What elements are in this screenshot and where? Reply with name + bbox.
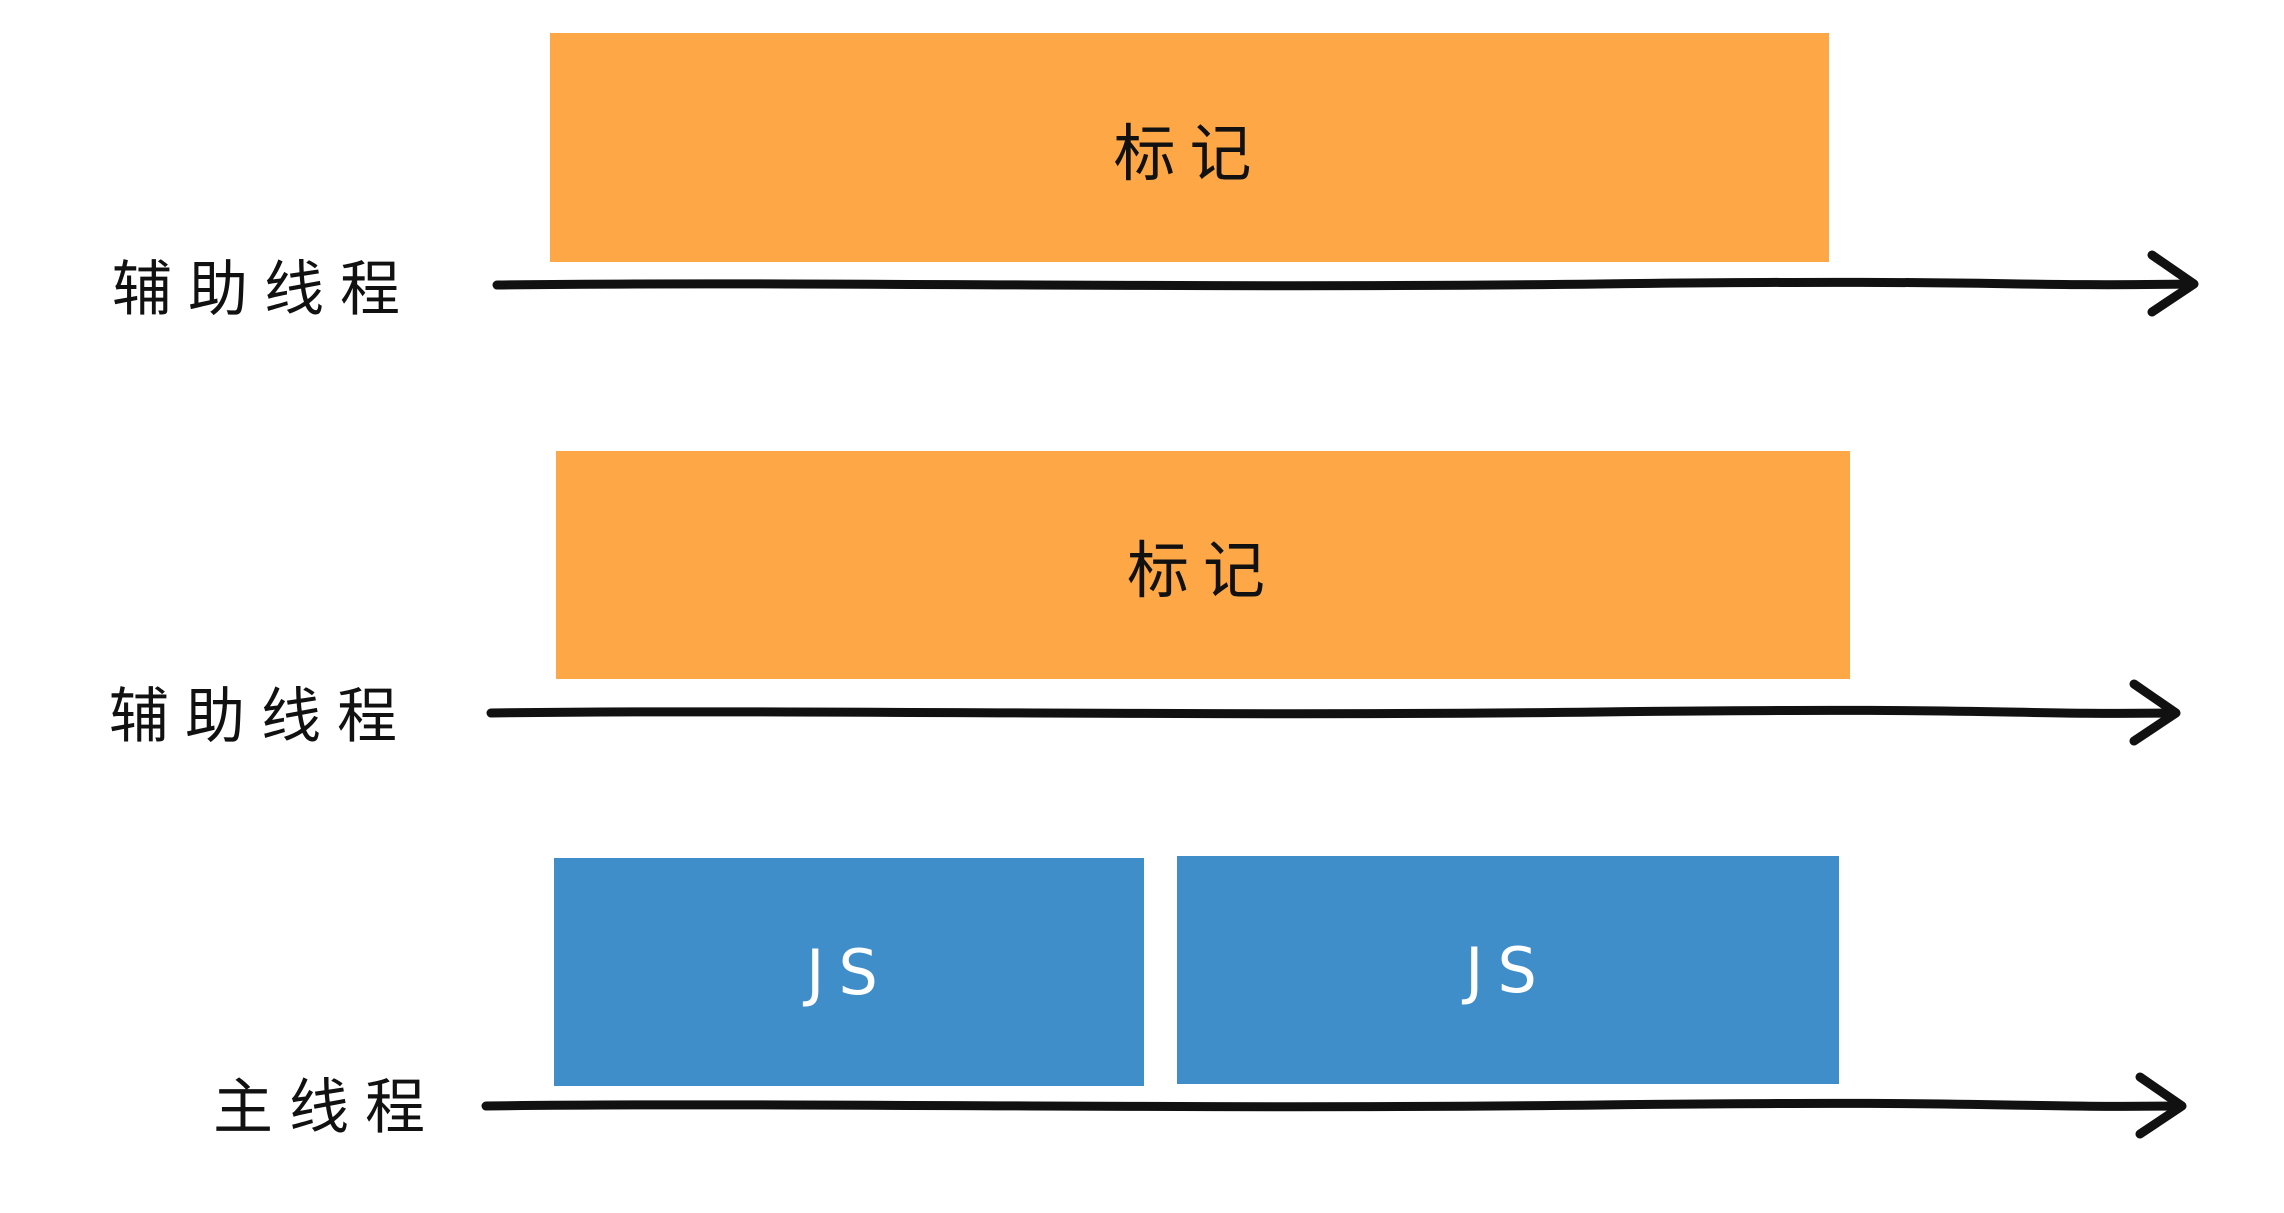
lane-label-helper-2: 辅助线程 xyxy=(109,682,413,752)
lane-label-helper-1: 辅助线程 xyxy=(112,255,416,325)
js-block-label: JS xyxy=(1465,933,1551,1007)
mark-block-helper-2: 标记 xyxy=(556,451,1850,679)
js-block-main-1: JS xyxy=(554,858,1144,1086)
mark-block-helper-1: 标记 xyxy=(550,33,1829,262)
lane-label-main: 主线程 xyxy=(213,1073,441,1143)
mark-block-label: 标记 xyxy=(1126,534,1279,607)
mark-block-label: 标记 xyxy=(1113,116,1266,190)
js-block-main-2: JS xyxy=(1177,856,1839,1084)
js-block-label: JS xyxy=(806,935,892,1009)
timeline-arrow-main xyxy=(481,1072,2187,1139)
timeline-arrow-helper-2 xyxy=(486,679,2181,746)
timeline-arrow-helper-1 xyxy=(492,250,2199,317)
